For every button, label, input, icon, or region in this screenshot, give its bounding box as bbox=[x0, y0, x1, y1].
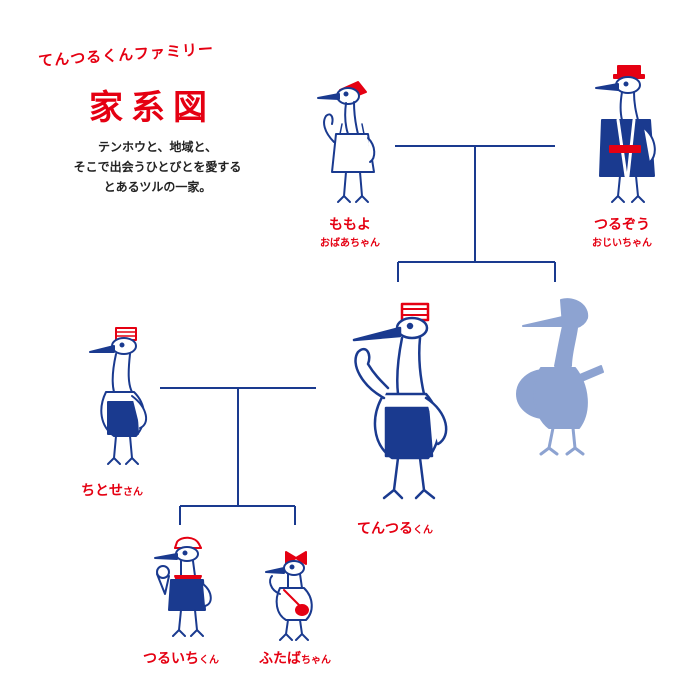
name-chitose: ちとせさん bbox=[62, 480, 162, 500]
name-tentsuru-suffix: くん bbox=[413, 525, 433, 536]
intro-line: とあるツルの一家。 bbox=[103, 180, 212, 194]
name-tsuruichi-text: つるいち bbox=[143, 651, 199, 667]
intro-line: そこで出会うひとびとを愛する bbox=[73, 160, 242, 174]
role-momoyo: おばあちゃん bbox=[320, 238, 380, 249]
name-chitose-suffix: さん bbox=[123, 487, 143, 498]
futaba-crane-figure bbox=[265, 551, 313, 641]
tentsuru-crane-figure bbox=[352, 302, 448, 500]
name-momoyo: ももよ bbox=[329, 217, 371, 233]
name-tsuruzou: つるぞう bbox=[594, 217, 650, 233]
name-tentsuru-text: てんつる bbox=[357, 521, 413, 537]
intro-line: テンホウと、地域と、 bbox=[97, 140, 218, 154]
silhouette-crane-figure bbox=[516, 298, 604, 456]
name-tentsuru: てんつるくん bbox=[345, 518, 445, 538]
tsuruzou-crane-figure bbox=[595, 65, 656, 203]
momoyo-crane-figure bbox=[317, 81, 376, 203]
chitose-crane-figure bbox=[89, 327, 148, 465]
intro-text: テンホウと、地域と、 そこで出会うひとびとを愛する とあるツルの一家。 bbox=[40, 137, 275, 197]
name-futaba-suffix: ちゃん bbox=[301, 655, 331, 666]
tsuruichi-crane-figure bbox=[154, 536, 212, 637]
name-tsuruichi-suffix: くん bbox=[199, 655, 219, 666]
name-futaba: ふたばちゃん bbox=[240, 648, 350, 668]
role-tsuruzou: おじいちゃん bbox=[592, 238, 652, 249]
name-tsuruichi: つるいちくん bbox=[126, 648, 236, 668]
name-futaba-text: ふたば bbox=[259, 651, 301, 667]
page-title: 家系図 bbox=[89, 88, 215, 128]
name-chitose-text: ちとせ bbox=[81, 483, 123, 499]
